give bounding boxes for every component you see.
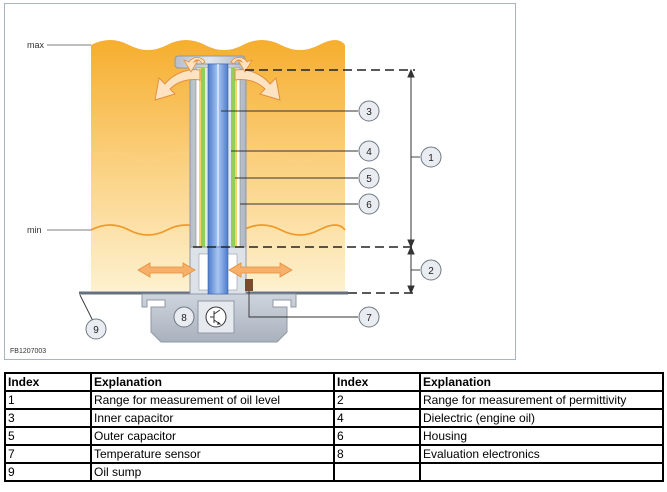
callout-3-text: 3 [366, 107, 372, 118]
callout-3: 3 [358, 100, 380, 122]
oil-exchange-arrow-right [228, 262, 293, 278]
table-cell: 3 [4, 408, 92, 428]
table-cell: Oil sump [90, 462, 335, 482]
callout-5: 5 [358, 167, 380, 189]
table-cell: Temperature sensor [90, 444, 335, 464]
callout-6-text: 6 [366, 200, 372, 211]
oil-flow-arrow-up-left [183, 57, 206, 73]
table-cell: Range for measurement of permittivity [419, 390, 664, 410]
table-row: 1 Range for measurement of oil level 2 R… [4, 390, 664, 410]
table-cell: Housing [419, 426, 664, 446]
callout-8: 8 [173, 306, 195, 328]
header-index-1: Index [4, 372, 92, 392]
callout-4-text: 4 [366, 147, 372, 158]
table-cell: Dielectric (engine oil) [419, 408, 664, 428]
table-cell: 5 [4, 426, 92, 446]
table-cell: 8 [333, 444, 421, 464]
callout-4: 4 [358, 140, 380, 162]
callout-6: 6 [358, 193, 380, 215]
header-explanation-1: Explanation [90, 372, 335, 392]
oil-exchange-arrow-left [137, 262, 196, 278]
inner-capacitor-lower [207, 246, 229, 295]
table-row: 7 Temperature sensor 8 Evaluation electr… [4, 444, 664, 464]
table-row: 9 Oil sump [4, 462, 664, 482]
table-row: 5 Outer capacitor 6 Housing [4, 426, 664, 446]
lower-port-left [198, 253, 210, 291]
min-level-label: min [27, 225, 42, 235]
table-cell: 9 [4, 462, 92, 482]
callout-7: 7 [358, 306, 380, 328]
oil-flow-arrow-left [154, 69, 201, 101]
legend-header-row: Index Explanation Index Explanation [4, 372, 664, 392]
table-row: 3 Inner capacitor 4 Dielectric (engine o… [4, 408, 664, 428]
table-cell: 1 [4, 390, 92, 410]
table-cell: 7 [4, 444, 92, 464]
legend-table: Index Explanation Index Explanation 1 Ra… [4, 372, 664, 482]
oil-flow-arrow-right [234, 69, 281, 101]
callout-1: 1 [420, 146, 442, 168]
table-cell [419, 462, 664, 482]
table-cell [333, 462, 421, 482]
callout-9-text: 9 [93, 325, 99, 336]
callout-5-text: 5 [366, 174, 372, 185]
callout-2-text: 2 [428, 266, 434, 277]
sensor-diagram-frame: max min [4, 3, 516, 360]
table-cell: Inner capacitor [90, 408, 335, 428]
callout-1-text: 1 [428, 153, 434, 164]
table-cell: 4 [333, 408, 421, 428]
oil-sensor-diagram: max min [10, 40, 442, 355]
max-level-label: max [27, 40, 45, 50]
callout-circles: 3 4 5 6 1 2 7 [85, 100, 442, 340]
transistor-symbol-icon [205, 306, 227, 328]
callout-8-text: 8 [181, 313, 187, 324]
table-cell: 2 [333, 390, 421, 410]
callout-leaders [79, 110, 420, 322]
table-cell: Outer capacitor [90, 426, 335, 446]
callout-2: 2 [420, 259, 442, 281]
header-explanation-2: Explanation [419, 372, 664, 392]
table-cell: Evaluation electronics [419, 444, 664, 464]
oil-flow-arrow-up-right [230, 57, 253, 73]
table-cell: 6 [333, 426, 421, 446]
image-code: FB1207003 [10, 348, 46, 355]
oil-level-range-dimension [407, 68, 415, 249]
header-index-2: Index [333, 372, 421, 392]
transistor-glyph [210, 309, 222, 325]
callout-9: 9 [85, 318, 107, 340]
temperature-sensor [245, 279, 253, 291]
table-cell: Range for measurement of oil level [90, 390, 335, 410]
callout-7-text: 7 [366, 313, 372, 324]
evaluation-electronics-box [197, 300, 235, 334]
